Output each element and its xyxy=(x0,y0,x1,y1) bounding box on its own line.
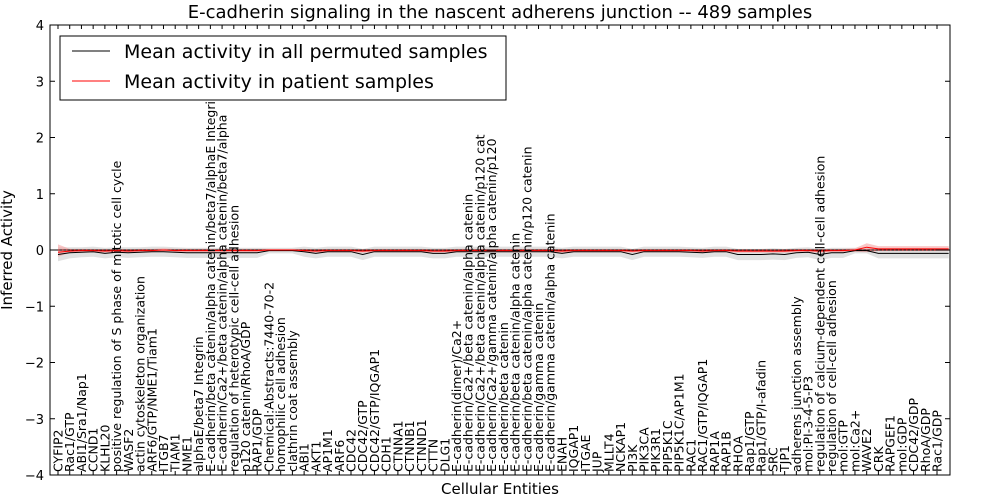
x-tick-label: RHOA xyxy=(730,435,745,472)
x-tick-label: E-cadherin/Ca2+/beta catenin/alpha caten… xyxy=(461,194,476,472)
x-tick-label: AKT1 xyxy=(308,441,323,472)
x-tick-label: regulation of heterotypic cell-cell adhe… xyxy=(226,205,241,472)
x-tick-label: ABI1 xyxy=(297,443,312,472)
x-tick-label: Rac1/GDP xyxy=(930,410,945,472)
x-tick-label: alphaE/beta7 Integrin xyxy=(191,336,206,472)
x-tick-label: positive regulation of S phase of mitoti… xyxy=(109,160,124,472)
y-tick-label: −2 xyxy=(25,357,44,372)
x-tick-label: E-cadherin/beta catenin/alpha catenin xyxy=(508,233,523,472)
x-tick-label: ENAH xyxy=(555,437,570,472)
y-axis-label: Inferred Activity xyxy=(0,190,16,310)
x-tick-label: JUP xyxy=(590,451,605,473)
y-tick-label: 3 xyxy=(36,75,44,90)
x-tick-label: ARF6 xyxy=(332,440,347,472)
plot-area: 4 3 2 1 0 −1 −2 −3 −4 CYFIP2Rac1/GTPABI1/Sra1/Nap… xyxy=(25,19,951,484)
x-tick-label: CDC42/GDP xyxy=(906,397,921,472)
x-tick-label: MLLT4 xyxy=(601,433,616,472)
x-tick-label: E-cadherin/beta catenin xyxy=(496,322,511,472)
x-tick-label: CRK xyxy=(871,446,886,472)
x-tick-label: CTTN xyxy=(426,439,441,472)
x-tick-label: mol:GTP xyxy=(836,420,851,472)
y-tick-label: 0 xyxy=(36,244,44,259)
x-tick-label: CDC42/GTP xyxy=(355,400,370,472)
x-tick-label: E-cadherin/Ca2+/beta catenin/alpha caten… xyxy=(472,134,487,472)
series-line-0 xyxy=(57,250,949,256)
y-tick-label: −3 xyxy=(25,413,44,428)
x-tick-label: E-cadherin/gamma catenin xyxy=(531,303,546,472)
x-tick-label: CCND1 xyxy=(86,428,101,472)
y-tick-label: 4 xyxy=(36,19,44,34)
x-tick-label: CTNNB1 xyxy=(402,420,417,472)
x-tick-label: CTNND1 xyxy=(414,419,429,472)
x-tick-label: NME1 xyxy=(179,436,194,472)
x-tick-label: DLG1 xyxy=(437,438,452,472)
x-tick-label: RhoA/GDP xyxy=(918,408,933,472)
x-tick-label: homophilic cell adhesion xyxy=(273,317,288,472)
x-tick-label: clathrin coat assembly xyxy=(285,330,300,472)
x-tick-label: RAP1/GDP xyxy=(250,408,265,472)
x-tick-label: Chemical:Abstracts:7440-70-2 xyxy=(262,282,277,472)
x-tick-label: adherens junction assembly xyxy=(789,296,804,472)
x-tick-label: RAP1A xyxy=(707,431,722,472)
x-tick-label: ITGB7 xyxy=(156,434,171,472)
x-tick-label: SRC xyxy=(765,447,780,472)
x-tick-label: PIP5K1C xyxy=(660,420,675,472)
x-tick-label: mol:GDP xyxy=(894,417,909,472)
x-axis-label: Cellular Entities xyxy=(441,480,559,498)
x-tick-label: E-cadherin/gamma catenin/alpha catenin xyxy=(543,213,558,472)
x-tick-label: CDC42/GTP/IQGAP1 xyxy=(367,349,382,472)
x-tick-label: ARF6/GTP/NME1/Tiam1 xyxy=(144,328,159,472)
x-tick-label: E-cadherin(dimer)/Ca2+ xyxy=(449,320,464,472)
x-tick-label: CDC42 xyxy=(344,429,359,472)
x-tick-label: Rap1/GTP/I-afadin xyxy=(754,360,769,472)
x-tick-label: mol:Ca2+ xyxy=(848,410,863,472)
x-tick-label: RAC1 xyxy=(683,439,698,472)
x-tick-label: KLHL20 xyxy=(97,425,112,472)
x-tick-label: RAC1/GTP/IQGAP1 xyxy=(695,359,710,472)
x-tick-label: mol:PI-3-4-5-P3 xyxy=(801,376,816,472)
y-tick-label: 1 xyxy=(36,188,44,203)
x-tick-label: PIK3CA xyxy=(637,427,652,472)
x-tick-label: PIP5K1C/AP1M1 xyxy=(672,373,687,472)
x-tick-label: actin cytoskeleton organization xyxy=(133,276,148,472)
y-tick-label: 2 xyxy=(36,132,44,147)
x-tick-label: Rac1/GTP xyxy=(62,412,77,472)
x-tick-label: Rap1/GTP xyxy=(742,411,757,472)
x-tick-label: E-cadherin/Ca2+/beta catenin/alpha caten… xyxy=(215,115,230,472)
chart-title: E-cadherin signaling in the nascent adhe… xyxy=(188,2,812,23)
x-tick-label: RAP1B xyxy=(719,431,734,472)
x-tick-label: CYFIP2 xyxy=(51,429,66,472)
x-tick-label: WAVE2 xyxy=(859,428,874,472)
x-tick-label: regulation of calcium-dependent cell-cel… xyxy=(812,156,827,472)
legend-label: Mean activity in patient samples xyxy=(124,71,434,93)
x-tick-label: WASF2 xyxy=(121,429,136,472)
x-tick-label: PI3K xyxy=(625,444,640,472)
y-tick-label: −4 xyxy=(25,469,44,484)
x-tick-label: E-cadherin/Ca2+/gamma catenin/alpha cate… xyxy=(484,138,499,472)
x-tick-label: E-cadherin/beta catenin/alpha catenin/p1… xyxy=(519,146,534,472)
y-tick-label: −1 xyxy=(25,300,44,315)
legend-label: Mean activity in all permuted samples xyxy=(124,41,487,63)
x-tick-label: TJP1 xyxy=(777,445,792,473)
x-tick-label: RAPGEF1 xyxy=(883,415,898,472)
x-tick-label: AP1M1 xyxy=(320,429,335,472)
x-tick-label: E-cadherin/beta catenin/alpha catenin/be… xyxy=(203,93,218,472)
x-tick-label: CTNNA1 xyxy=(390,420,405,472)
x-tick-label: regulation of cell-cell adhesion xyxy=(824,280,839,472)
x-tick-label: IQGAP1 xyxy=(566,425,581,472)
x-tick-label: ITGAE xyxy=(578,434,593,472)
x-tick-label: CDH1 xyxy=(379,436,394,472)
x-tick-label: NCKAP1 xyxy=(613,422,628,472)
x-tick-label: PIK3R1 xyxy=(648,428,663,472)
series-line-1 xyxy=(57,246,949,253)
legend-box xyxy=(59,35,507,101)
x-tick-label: p120 catenin/RhoA/GDP xyxy=(238,321,253,472)
x-tick-label: TIAM1 xyxy=(168,433,183,473)
x-tick-label: ABI1/Sra1/Nap1 xyxy=(74,373,89,472)
